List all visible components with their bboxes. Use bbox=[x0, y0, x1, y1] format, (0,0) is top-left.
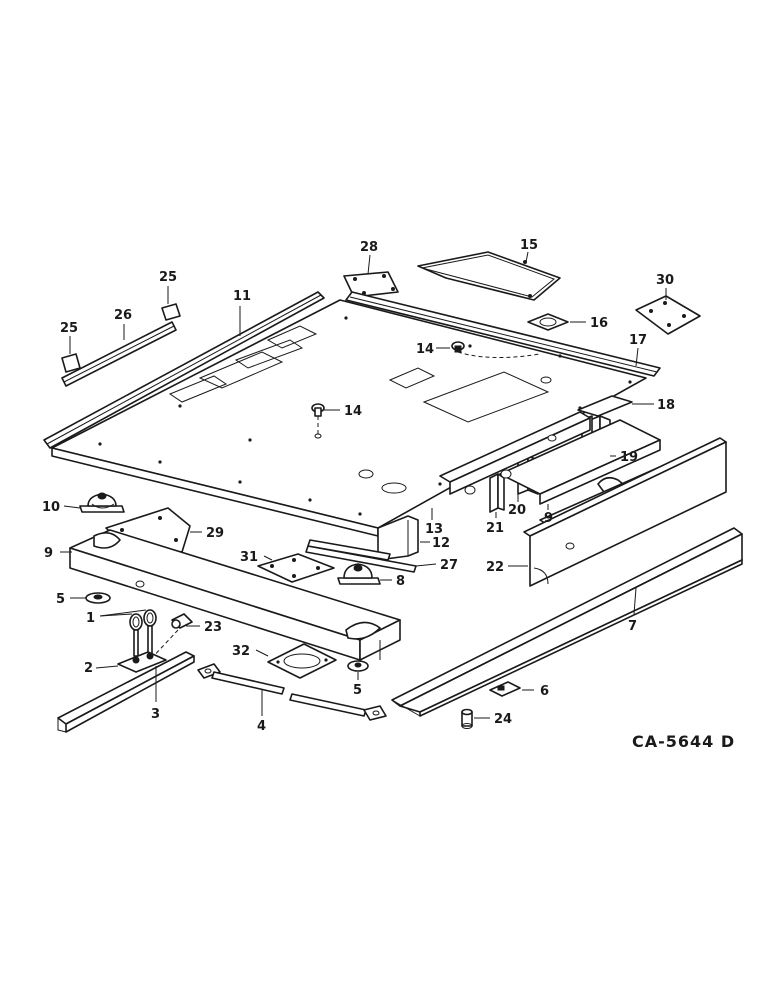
callout-3: 3 bbox=[151, 707, 160, 722]
part-2-bracket bbox=[117, 651, 167, 673]
part-15-cover-plate bbox=[417, 251, 561, 301]
callout-14-upper: 14 bbox=[416, 342, 434, 357]
callout-20: 20 bbox=[508, 503, 526, 518]
callout-8: 8 bbox=[396, 574, 405, 589]
part-25-pad-left bbox=[61, 353, 81, 373]
part-14-fastener-upper bbox=[451, 341, 541, 359]
callout-32: 32 bbox=[232, 644, 250, 659]
part-16-gasket bbox=[527, 313, 569, 331]
callout-5-right: 5 bbox=[353, 683, 362, 698]
callout-13: 13 bbox=[425, 522, 443, 537]
callout-26: 26 bbox=[114, 308, 132, 323]
callout-15: 15 bbox=[520, 238, 538, 253]
callout-10: 10 bbox=[42, 500, 60, 515]
callout-labels: 1 2 3 4 5 5 6 7 8 9 9 10 11 12 13 14 14 … bbox=[42, 238, 675, 734]
part-21-bracket bbox=[489, 473, 505, 513]
part-4-link-rod bbox=[197, 663, 387, 721]
callout-11: 11 bbox=[233, 289, 251, 304]
part-22-side-rail bbox=[523, 437, 727, 587]
callout-19: 19 bbox=[620, 450, 638, 465]
callout-25-left: 25 bbox=[60, 321, 78, 336]
part-10-mount bbox=[79, 492, 125, 513]
callout-4: 4 bbox=[257, 719, 266, 734]
part-14-fastener-lower bbox=[311, 403, 325, 439]
callout-18: 18 bbox=[657, 398, 675, 413]
part-6-clip bbox=[489, 681, 521, 697]
cross-member-frame bbox=[439, 411, 661, 505]
part-13-floor-plate bbox=[51, 299, 647, 537]
callout-25-right: 25 bbox=[159, 270, 177, 285]
callout-22: 22 bbox=[486, 560, 504, 575]
part-5-washer-right bbox=[347, 660, 369, 672]
part-18-plate bbox=[577, 395, 633, 417]
callout-2: 2 bbox=[84, 661, 93, 676]
part-31-pad bbox=[257, 553, 335, 583]
callout-24: 24 bbox=[494, 712, 512, 727]
part-27-strip bbox=[305, 539, 417, 573]
part-17-angle-strip bbox=[345, 291, 661, 377]
part-1-eye-bolts bbox=[129, 609, 157, 657]
leader-lines bbox=[60, 251, 667, 719]
part-28-pad bbox=[343, 271, 399, 298]
part-32-gasket bbox=[267, 643, 337, 679]
callout-9-right: 9 bbox=[544, 511, 553, 526]
part-9-frame-channel bbox=[69, 529, 401, 661]
callout-12: 12 bbox=[432, 536, 450, 551]
callout-14-lower: 14 bbox=[344, 404, 362, 419]
callout-29: 29 bbox=[206, 526, 224, 541]
part-24-bushing bbox=[461, 708, 473, 729]
callout-7: 7 bbox=[628, 619, 637, 634]
part-8-mount bbox=[337, 563, 381, 585]
callout-27: 27 bbox=[440, 558, 458, 573]
callout-5-left: 5 bbox=[56, 592, 65, 607]
callout-9-left: 9 bbox=[44, 546, 53, 561]
callout-28: 28 bbox=[360, 240, 378, 255]
part-23-pin bbox=[149, 613, 193, 661]
callout-30: 30 bbox=[656, 273, 674, 288]
callout-1: 1 bbox=[86, 611, 95, 626]
part-30-pad bbox=[635, 295, 701, 335]
part-3-angle bbox=[57, 651, 195, 733]
callout-16: 16 bbox=[590, 316, 608, 331]
callout-6: 6 bbox=[540, 684, 549, 699]
callout-31: 31 bbox=[240, 550, 258, 565]
part-7-side-rail bbox=[391, 527, 743, 717]
callout-17: 17 bbox=[629, 333, 647, 348]
callout-23: 23 bbox=[204, 620, 222, 635]
part-26-strip bbox=[61, 321, 177, 387]
part-5-washer-left bbox=[85, 592, 111, 604]
callout-21: 21 bbox=[486, 521, 504, 536]
part-11-angle-strip bbox=[43, 291, 325, 449]
part-25-pad-right bbox=[161, 303, 181, 321]
drawing-code: CA-5644 D bbox=[632, 732, 735, 751]
